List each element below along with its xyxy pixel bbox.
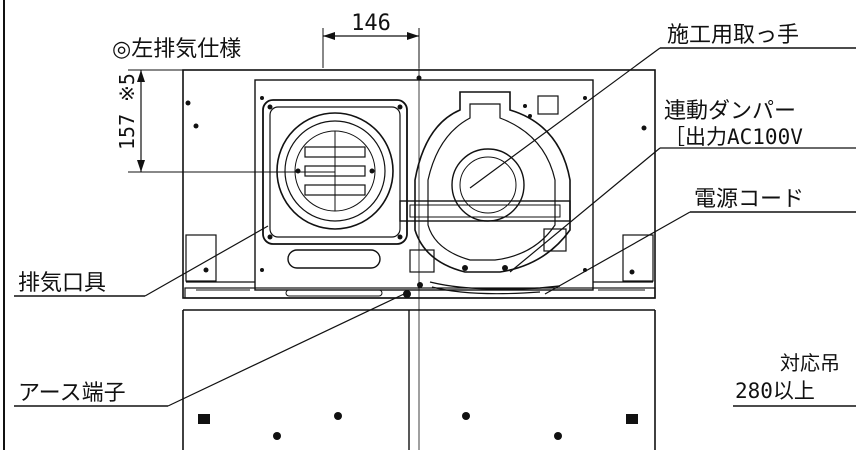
handle-label: 施工用取っ手 bbox=[667, 23, 799, 48]
exhaust-fitting-label: 排気口具 bbox=[18, 271, 106, 296]
damper-output-label: ［出力AC100V bbox=[664, 125, 803, 149]
min-280-label: 280以上 bbox=[735, 379, 815, 403]
ground-terminal-label: アース端子 bbox=[18, 381, 126, 406]
left-exhaust-spec-label: ◎左排気仕様 bbox=[112, 37, 241, 62]
compatible-label: 対応吊 bbox=[780, 351, 840, 375]
lower-slot bbox=[285, 289, 383, 297]
power-cord-label: 電源コード bbox=[694, 187, 804, 212]
leader-lines bbox=[14, 47, 856, 407]
unit-body-lower bbox=[182, 309, 656, 450]
handle-damper-graphic bbox=[399, 91, 571, 298]
dimension-146-label: 146 bbox=[351, 11, 391, 36]
dimension-157 bbox=[128, 69, 335, 173]
dimension-157-label: 157 ※5 bbox=[115, 73, 139, 150]
damper-label: 連動ダンパー bbox=[664, 99, 796, 124]
drain-slot bbox=[287, 249, 381, 269]
dimension-146 bbox=[322, 28, 420, 68]
